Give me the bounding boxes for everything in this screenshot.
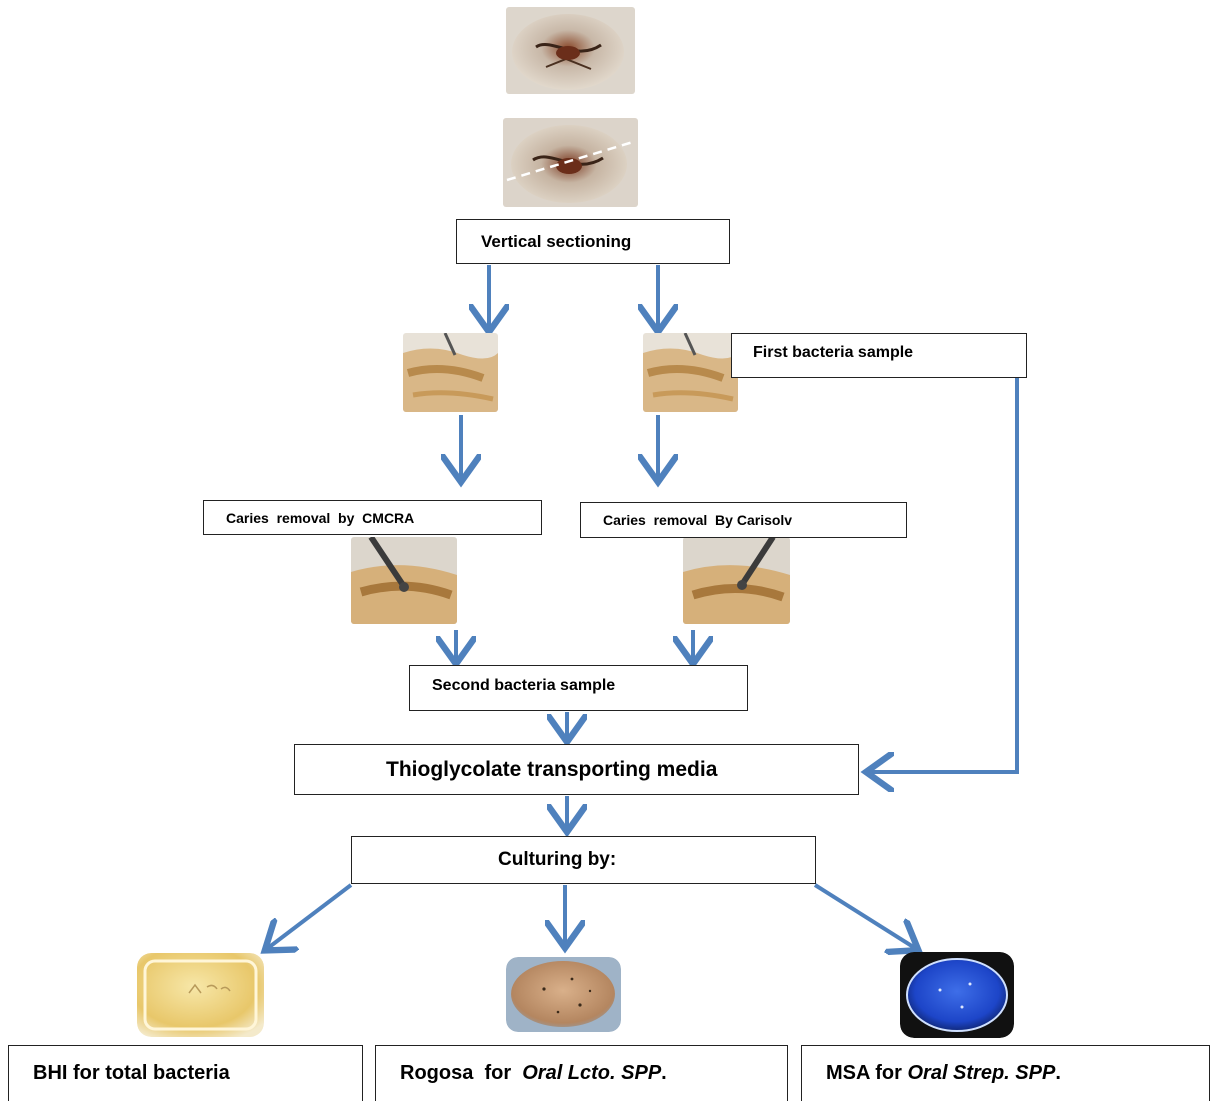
culturing-label: Culturing by: [498,849,617,870]
tooth-half-left-photo [403,333,498,412]
tooth-section-image [503,118,638,207]
first-sample-label: First bacteria sample [753,343,914,361]
bhi-culture-plate-photo [137,953,264,1037]
rogosa-label-italic: Oral Lcto. SPP [522,1062,662,1084]
arrow-first-sample-to-thio [870,378,1019,772]
msa-label-italic: Oral Strep. SPP [907,1062,1056,1084]
second-sample-label: Second bacteria sample [432,677,616,694]
caries-carisolv-box: Caries removal By Carisolv [580,502,907,538]
rogosa-label-suffix: . [661,1062,667,1084]
vertical-sectioning-label: Vertical sectioning [481,231,632,251]
msa-label-suffix: . [1055,1062,1061,1084]
msa-label-box: MSA for Oral Strep. SPP. [801,1045,1210,1101]
caries-carisolv-label: Caries removal By Carisolv [603,512,793,528]
rogosa-label: Rogosa for Oral Lcto. SPP. [400,1062,667,1085]
first-sample-box: First bacteria sample [731,333,1027,378]
second-sample-box: Second bacteria sample [409,665,748,711]
tooth-half-right-photo [643,333,738,412]
caries-removal-right-photo [683,537,790,624]
tooth-half-right-image [643,333,738,412]
tooth-half-left-image [403,333,498,412]
bhi-label: BHI for total bacteria [33,1062,230,1084]
msa-culture-plate-photo [900,952,1014,1038]
tooth-occlusal-image [506,7,635,94]
culturing-box: Culturing by: [351,836,816,884]
rogosa-culture-plate-photo [506,957,621,1032]
msa-label: MSA for Oral Strep. SPP. [826,1062,1061,1085]
arrow-culturing-to-msa [813,883,915,948]
bhi-label-box: BHI for total bacteria [8,1045,363,1101]
bhi-plate-image [137,953,264,1037]
tooth-with-section-line-photo [503,118,638,207]
msa-plate-image [900,952,1014,1038]
rogosa-plate-image [506,957,621,1032]
vertical-sectioning-box: Vertical sectioning [456,219,730,264]
rogosa-label-box: Rogosa for Oral Lcto. SPP. [375,1045,788,1101]
thioglycolate-box: Thioglycolate transporting media [294,744,859,795]
caries-removal-right-image [683,537,790,624]
msa-label-prefix: MSA for [826,1062,908,1084]
caries-removal-left-image [351,537,457,624]
caries-removal-left-photo [351,537,457,624]
caries-cmcra-box: Caries removal by CMCRA [203,500,542,535]
rogosa-label-prefix: Rogosa for [400,1062,523,1084]
tooth-occlusal-photo [506,7,635,94]
caries-cmcra-label: Caries removal by CMCRA [226,509,415,526]
arrow-culturing-to-bhi [268,883,353,948]
thioglycolate-label: Thioglycolate transporting media [386,757,718,781]
